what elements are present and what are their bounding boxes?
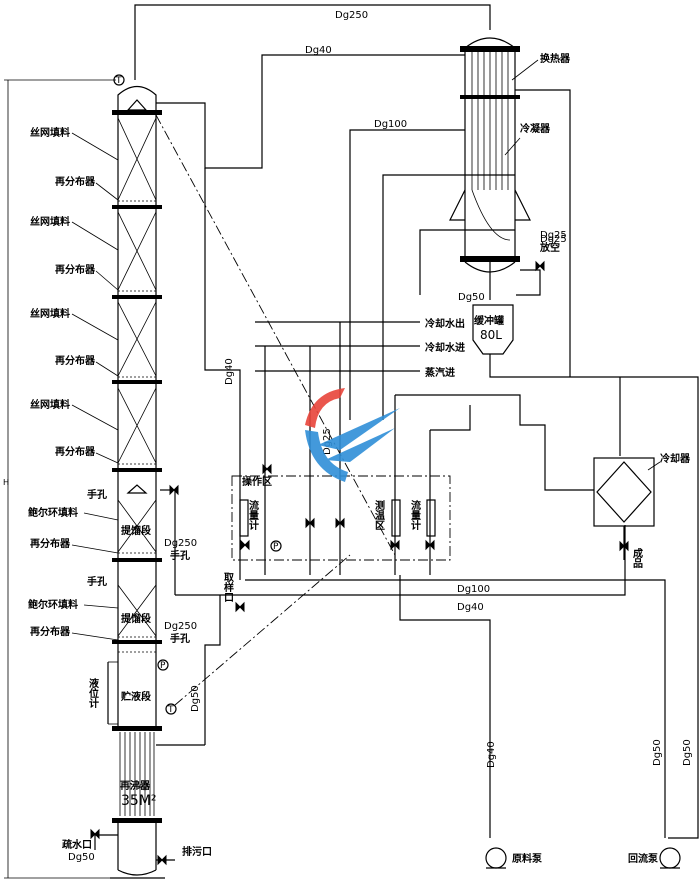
vent-label: 放空 [539,241,560,254]
feed-pump: 原料泵 [485,847,543,869]
mid-nozzle [126,484,148,494]
rotameter-1 [239,499,249,537]
valves [90,260,629,866]
piping [94,4,699,861]
pipe-dg40-feed: Dg40 [486,741,497,768]
mesh-packing-label-3: 丝网填料 [30,307,70,320]
svg-text:T: T [167,705,174,715]
redistributor-label-1: 再分布器 [55,175,96,188]
temp-area-label: 测温区 [373,499,385,530]
drain-dg-label: Dg50 [68,852,95,863]
dg250-label-a: Dg250 [164,538,197,549]
reflux-pump: 回流泵 [628,847,681,869]
handhole-label-4: 手孔 [170,632,190,645]
pipe-dg100-mid: Dg100 [457,584,490,595]
handhole-label-1: 手孔 [87,488,107,501]
column-instruments: T P T [113,74,177,715]
pipe-dg50-out: Dg50 [682,739,693,766]
pressure-gauge-panel [270,540,282,552]
pipe-dg50-right: Dg50 [458,292,485,303]
buffer-volume-label: 80L [480,328,502,342]
pall-ring-label-1: 鲍尔环填料 [28,506,78,519]
thermometer-top [113,74,125,86]
flowmeter-label-1: 流量计 [247,499,259,531]
svg-text:P: P [273,542,279,552]
pipe-dg50-reflux: Dg50 [652,739,663,766]
buffer-tank: 缓冲罐 80L [472,304,514,355]
condenser-label: 冷凝器 [520,122,551,135]
utility-labels: 冷却水出 冷却水进 蒸汽进 [425,317,465,379]
signal-lines [155,114,396,706]
operation-panel: 操作区 流量计 测温区 流量计 取样口 P [222,475,451,602]
cooler: 冷却器 成品 [593,452,691,569]
pipe-dg40-left: Dg40 [224,358,235,385]
feed-pump-label: 原料泵 [512,852,543,865]
operation-area-label: 操作区 [242,475,272,488]
handhole-label-3: 手孔 [87,575,107,588]
mesh-packing-label-2: 丝网填料 [30,215,70,228]
condenser-unit: 换热器 冷凝器 Dg25 放空 [449,37,571,273]
handhole-label-2: 手孔 [170,549,190,562]
pall-ring-label-2: 鲍尔环填料 [28,598,78,611]
buffer-tank-label: 缓冲罐 [473,314,504,327]
rotameter-2 [391,499,401,537]
redistributor-label-4: 再分布器 [55,445,96,458]
svg-text:T: T [115,76,122,86]
svg-text:P: P [160,661,166,671]
stripping-section-label-1: 提馏段 [121,524,151,537]
redistributor-label-3: 再分布器 [55,354,96,367]
cooling-water-out-label: 冷却水出 [425,317,465,330]
redistributor-label-6: 再分布器 [30,625,71,638]
dg250-label-b: Dg250 [164,621,197,632]
steam-in-label: 蒸汽进 [425,366,455,379]
column-flanges [112,110,162,823]
vent-dg-label: Dg25 [540,230,567,241]
heat-exchanger-label: 换热器 [540,52,571,65]
storage-section-label: 贮液段 [120,690,151,703]
height-label: H [3,478,9,487]
sample-port-label: 取样口 [222,572,234,602]
reboiler-area-label: 35M² [121,793,157,809]
packing-sections [117,117,157,637]
column-labels: 丝网填料 再分布器 丝网填料 再分布器 丝网填料 再分布器 丝网填料 再分布器 … [3,126,212,863]
cooler-label: 冷却器 [660,452,691,465]
flowmeter-label-2: 流量计 [409,499,421,531]
pressure-gauge-bottom [157,659,169,671]
reboiler-tubes [119,732,155,816]
pipe-dg40-mid: Dg40 [457,602,484,613]
pipe-dg50-diag: Dg50 [190,685,201,712]
sewage-port-label: 排污口 [182,845,212,858]
drain-port-label: 疏水口 [62,838,92,851]
reflux-pump-label: 回流泵 [628,852,659,865]
product-label: 成品 [631,547,643,569]
top-nozzle [126,99,148,111]
redistributor-label-2: 再分布器 [55,263,96,276]
mesh-packing-label-1: 丝网填料 [30,126,70,139]
stripping-section-label-2: 提馏段 [121,612,151,625]
level-gauge-label: 液位计 [87,677,99,709]
cooling-water-in-label: 冷却水进 [425,341,465,354]
pipe-dg25: Dg25 [540,234,567,245]
mesh-packing-label-4: 丝网填料 [30,398,70,411]
redistributor-label-5: 再分布器 [30,537,71,550]
rotameter-3 [426,499,436,537]
pipe-dg100-top: Dg100 [374,119,407,130]
pipe-dg40-top: Dg40 [305,45,332,56]
redistributors [118,200,156,653]
watermark-logo [305,388,400,482]
pipe-dg250-top: Dg250 [335,10,368,21]
reboiler-label: 再沸器 [120,779,151,792]
distillation-column [4,79,165,879]
thermometer-bottom [165,703,177,715]
